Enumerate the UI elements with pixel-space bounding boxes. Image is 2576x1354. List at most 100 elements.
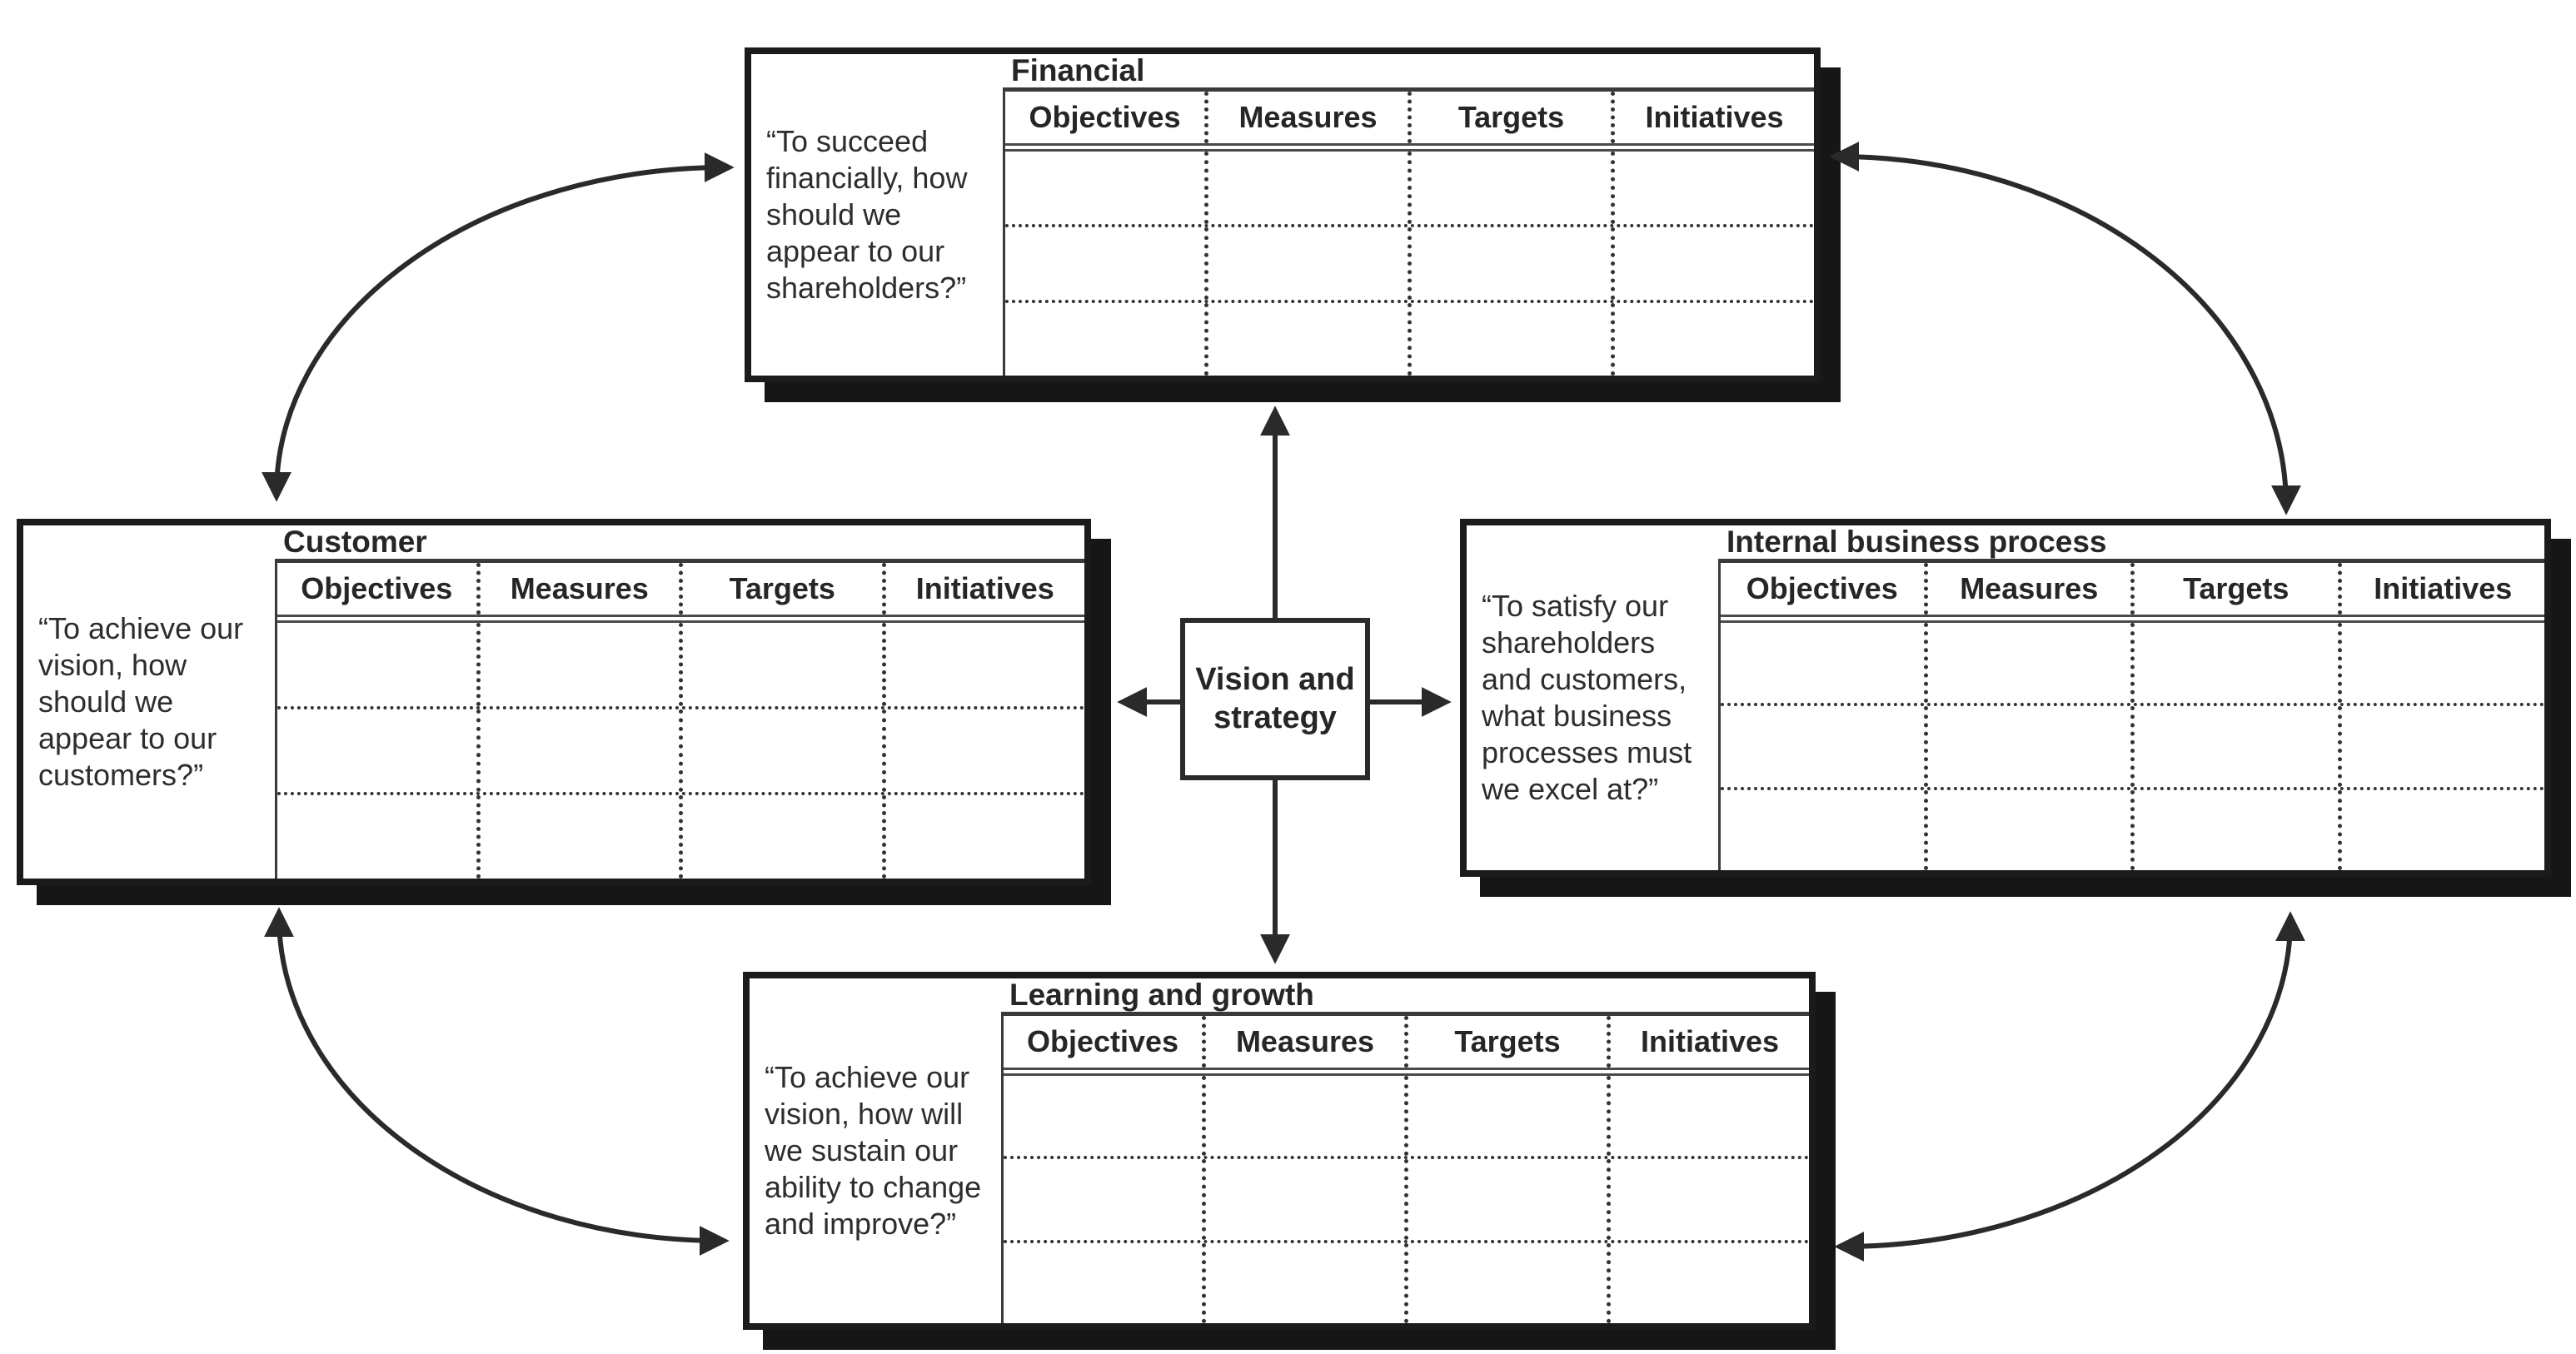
table-cell bbox=[679, 623, 882, 706]
internal-table: Internal business process Objectives Mea… bbox=[1718, 525, 2544, 870]
table-header-row: Objectives Measures Targets Initiatives bbox=[1004, 1016, 1809, 1068]
internal-quote-area: “To satisfy our shareholders and custome… bbox=[1467, 525, 1718, 870]
financial-table: Financial Objectives Measures Targets In… bbox=[1003, 54, 1814, 376]
table-row bbox=[1005, 300, 1814, 376]
learning-title: Learning and growth bbox=[1009, 978, 1314, 1012]
table-cell bbox=[881, 623, 1085, 706]
column-header-initiatives: Initiatives bbox=[1607, 1016, 1809, 1068]
customer-quote-area: “To achieve our vision, how should we ap… bbox=[23, 525, 275, 879]
table-cell bbox=[1404, 1242, 1607, 1323]
learning-quote: “To achieve our vision, how will we sust… bbox=[765, 1060, 982, 1241]
column-header-measures: Measures bbox=[1202, 1016, 1404, 1068]
table-cell bbox=[2337, 623, 2545, 704]
table-row bbox=[1721, 703, 2545, 787]
financial-perspective-panel: “To succeed financially, how should we a… bbox=[745, 47, 1821, 382]
table-cell bbox=[1721, 706, 1924, 786]
table-cell bbox=[1923, 623, 2131, 704]
table-cell bbox=[277, 709, 476, 793]
learning-table: Learning and growth Objectives Measures … bbox=[1001, 978, 1809, 1323]
column-header-measures: Measures bbox=[1923, 563, 2131, 615]
learning-and-growth-perspective-panel: “To achieve our vision, how will we sust… bbox=[743, 972, 1816, 1330]
table-cell bbox=[1005, 227, 1204, 300]
table-cell bbox=[2130, 706, 2338, 787]
learning-grid: Objectives Measures Targets Initiatives bbox=[1001, 1012, 1809, 1323]
table-cell bbox=[1408, 303, 1611, 376]
table-row bbox=[277, 705, 1084, 793]
table-cell bbox=[1004, 1243, 1202, 1323]
internal-grid: Objectives Measures Targets Initiatives bbox=[1718, 559, 2544, 870]
column-header-measures: Measures bbox=[1204, 92, 1408, 143]
table-cell bbox=[679, 709, 882, 793]
column-header-objectives: Objectives bbox=[301, 571, 453, 605]
table-row bbox=[1721, 786, 2545, 870]
curved-arrow-customer-learning bbox=[264, 907, 730, 1256]
table-header-row: Objectives Measures Targets Initiatives bbox=[1721, 563, 2544, 615]
table-cell bbox=[1611, 152, 1814, 224]
vision-and-strategy-label: Vision and strategy bbox=[1195, 661, 1355, 735]
financial-quote: “To succeed financially, how should we a… bbox=[766, 124, 968, 305]
table-cell bbox=[1607, 1242, 1809, 1323]
table-cell bbox=[1004, 1159, 1202, 1239]
table-cell bbox=[1607, 1159, 1809, 1240]
table-row bbox=[1004, 1156, 1809, 1240]
table-cell bbox=[1202, 1242, 1404, 1323]
table-cell bbox=[1408, 227, 1611, 300]
table-header-row: Objectives Measures Targets Initiatives bbox=[277, 563, 1084, 615]
table-cell bbox=[1607, 1076, 1809, 1157]
header-divider bbox=[1721, 615, 2544, 623]
table-cell bbox=[1611, 227, 1814, 300]
internal-business-process-perspective-panel: “To satisfy our shareholders and custome… bbox=[1460, 519, 2551, 877]
learning-quote-area: “To achieve our vision, how will we sust… bbox=[750, 978, 1001, 1323]
customer-grid: Objectives Measures Targets Initiatives bbox=[275, 559, 1084, 879]
table-cell bbox=[1611, 303, 1814, 376]
table-cell bbox=[277, 623, 476, 706]
curved-arrow-learning-internal bbox=[1834, 911, 2305, 1262]
table-cell bbox=[1923, 706, 2131, 787]
table-row bbox=[1005, 152, 1814, 224]
table-header-row: Objectives Measures Targets Initiatives bbox=[1005, 92, 1814, 143]
financial-quote-area: “To succeed financially, how should we a… bbox=[751, 54, 1003, 376]
column-header-targets: Targets bbox=[2130, 563, 2338, 615]
customer-quote: “To achieve our vision, how should we ap… bbox=[38, 611, 244, 792]
table-row bbox=[277, 623, 1084, 706]
table-body bbox=[1005, 152, 1814, 376]
column-header-initiatives: Initiatives bbox=[1611, 92, 1814, 143]
customer-perspective-panel: “To achieve our vision, how should we ap… bbox=[17, 519, 1091, 885]
table-cell bbox=[476, 709, 680, 793]
table-cell bbox=[1721, 790, 1924, 870]
table-row bbox=[1004, 1239, 1809, 1323]
header-divider bbox=[1004, 1068, 1809, 1076]
column-header-objectives: Objectives bbox=[1746, 571, 1898, 605]
table-cell bbox=[1004, 1076, 1202, 1156]
table-cell bbox=[1721, 623, 1924, 703]
curved-arrow-financial-internal bbox=[1829, 142, 2301, 515]
customer-table: Customer Objectives Measures Targets Ini… bbox=[275, 525, 1084, 879]
table-cell bbox=[2337, 706, 2545, 787]
table-body bbox=[1721, 623, 2544, 870]
table-cell bbox=[1404, 1159, 1607, 1240]
table-cell bbox=[1204, 227, 1408, 300]
table-cell bbox=[476, 623, 680, 706]
table-row bbox=[277, 792, 1084, 879]
table-row bbox=[1004, 1076, 1809, 1157]
column-header-targets: Targets bbox=[679, 563, 882, 615]
column-header-objectives: Objectives bbox=[1026, 1024, 1179, 1058]
table-cell bbox=[2130, 789, 2338, 870]
table-cell bbox=[679, 795, 882, 879]
column-header-measures: Measures bbox=[476, 563, 680, 615]
header-divider bbox=[1005, 143, 1814, 152]
column-header-initiatives: Initiatives bbox=[2337, 563, 2545, 615]
header-divider bbox=[277, 615, 1084, 623]
table-cell bbox=[1202, 1076, 1404, 1157]
table-cell bbox=[2337, 789, 2545, 870]
internal-title: Internal business process bbox=[1726, 525, 2107, 559]
table-cell bbox=[1408, 152, 1611, 224]
table-cell bbox=[881, 795, 1085, 879]
table-cell bbox=[1005, 152, 1204, 224]
financial-title: Financial bbox=[1011, 53, 1145, 87]
table-cell bbox=[1204, 152, 1408, 224]
internal-quote: “To satisfy our shareholders and custome… bbox=[1482, 589, 1692, 806]
table-cell bbox=[1202, 1159, 1404, 1240]
curved-arrow-customer-financial bbox=[262, 152, 735, 502]
